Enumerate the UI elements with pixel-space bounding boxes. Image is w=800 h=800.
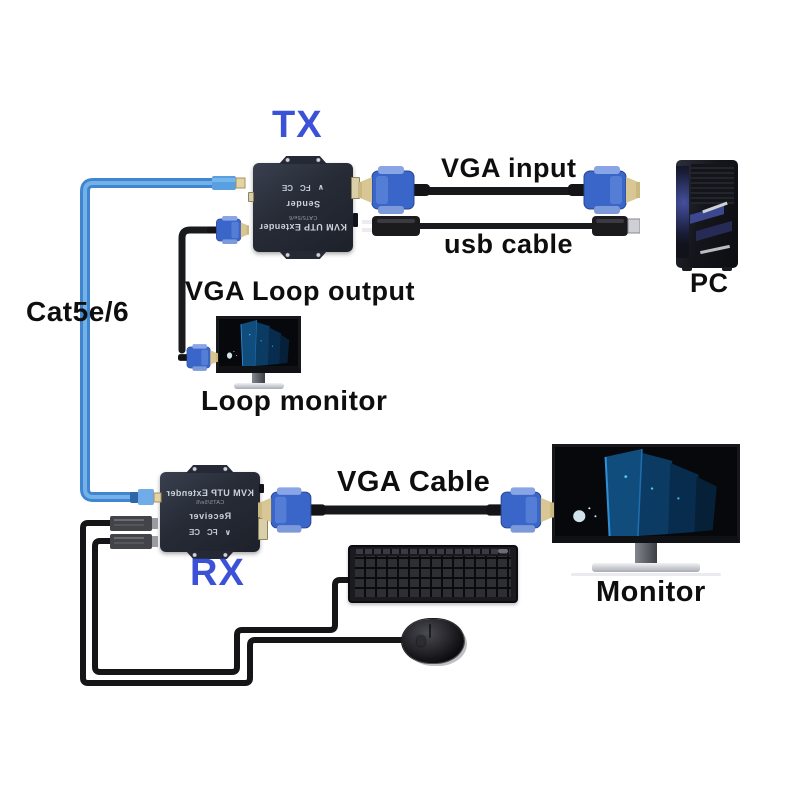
vga-connector-input-right	[568, 166, 640, 214]
rx-spec-text: CAT5/5e/6	[195, 499, 225, 506]
rx-faceplate: KVM UTP Extender CAT5/5e/6 Receiver ∨ FC…	[160, 472, 260, 552]
mouse-image	[402, 619, 464, 663]
loop-monitor-base	[233, 383, 284, 389]
vga-loop-cable	[178, 226, 218, 354]
rx-mounting-flange-top	[186, 465, 234, 473]
keyboard-function-row	[356, 549, 510, 554]
keyboard-image	[348, 545, 518, 603]
rx-mounting-flange-bottom	[186, 551, 234, 559]
loop-monitor-stand	[252, 373, 265, 384]
monitor-base	[592, 563, 700, 572]
pc-foot-right	[722, 267, 732, 271]
loop-monitor-wallpaper	[219, 319, 298, 366]
vga-loop-output-label: VGA Loop output	[185, 276, 415, 306]
rx-extender-unit: KVM UTP Extender CAT5/5e/6 Receiver ∨ FC…	[160, 465, 268, 559]
monitor-stand	[635, 543, 657, 564]
monitor-wallpaper	[555, 447, 737, 536]
rj45-connector-rx	[130, 488, 162, 506]
keyboard-usb-cable	[92, 538, 355, 675]
pc-front-vents	[691, 164, 734, 204]
tx-mounting-flange-bottom	[279, 251, 327, 259]
tx-mounting-flange-top	[279, 156, 327, 164]
tx-certification-marks: ∨ FC CE	[282, 183, 324, 192]
tx-extender-unit: KVM UTP Extender CAT5/5e/6 Sender ∨ FC C…	[248, 156, 360, 259]
rx-fc-mark: FC	[206, 527, 218, 537]
tx-label: TX	[272, 104, 323, 146]
loop-monitor-screen	[216, 316, 301, 373]
mouse-button-split	[429, 624, 431, 638]
tx-model-text: KVM UTP Extender	[259, 222, 347, 232]
vga-connector-bottom-left	[258, 486, 326, 534]
rx-ce-mark: CE	[188, 527, 200, 537]
rx-model-text: KVM UTP Extender	[166, 487, 254, 498]
tx-usb-port	[353, 213, 358, 227]
loop-monitor-image	[216, 316, 301, 389]
vga-connector-bottom-right	[486, 486, 554, 534]
rx-power-port	[259, 484, 264, 493]
usb-plug-rx-upper	[110, 515, 158, 532]
vga-input-label: VGA input	[441, 153, 577, 183]
pc-highlight-slash2	[700, 244, 730, 255]
tx-faceplate: KVM UTP Extender CAT5/5e/6 Sender ∨ FC C…	[253, 163, 353, 252]
vga-cable-label: VGA Cable	[337, 466, 491, 498]
vga-connector-input-left	[358, 166, 430, 214]
loop-monitor-label: Loop monitor	[201, 385, 388, 416]
pc-side-window	[676, 166, 689, 258]
mouse-body	[402, 619, 464, 663]
vga-connector-loop-tx	[206, 216, 250, 244]
rj45-connector-tx	[212, 174, 248, 192]
pc-case	[676, 160, 738, 268]
keyboard-keys	[355, 556, 511, 597]
pc-label: PC	[690, 268, 729, 298]
vga-connector-loop-monitor	[178, 343, 218, 372]
mouse-usb-cable	[80, 520, 409, 686]
tx-left-port	[248, 192, 254, 202]
tx-role-text: Sender	[285, 199, 321, 209]
monitor-shadow	[571, 573, 721, 576]
cat5e6-label: Cat5e/6	[26, 296, 130, 327]
mouse-scroll-wheel	[417, 636, 425, 646]
monitor-label: Monitor	[596, 576, 706, 608]
usb-plug-rx-lower	[110, 533, 158, 550]
tx-spec-text: CAT5/5e/6	[288, 214, 318, 220]
rx-brand-mark-icon: ∨	[224, 527, 232, 537]
rx-label: RX	[190, 552, 245, 594]
tx-brand-mark-icon: ∨	[317, 183, 325, 192]
rx-certification-marks: ∨ FC CE	[189, 528, 231, 537]
tx-ce-mark: CE	[281, 183, 293, 192]
monitor-screen	[552, 444, 740, 543]
keyboard-logo	[498, 549, 508, 553]
usb-connector-right	[592, 216, 640, 236]
pc-accent-stripe2	[696, 220, 732, 242]
tx-fc-mark: FC	[299, 183, 311, 192]
rx-role-text: Receiver	[188, 510, 232, 521]
pc-foot-left	[682, 267, 692, 271]
pc-tower-image	[676, 160, 738, 271]
usb-connector-left	[362, 216, 420, 236]
monitor-image	[552, 444, 740, 576]
usb-cable-label: usb cable	[444, 229, 574, 259]
cat5e6-cable-highlight	[83, 181, 220, 499]
